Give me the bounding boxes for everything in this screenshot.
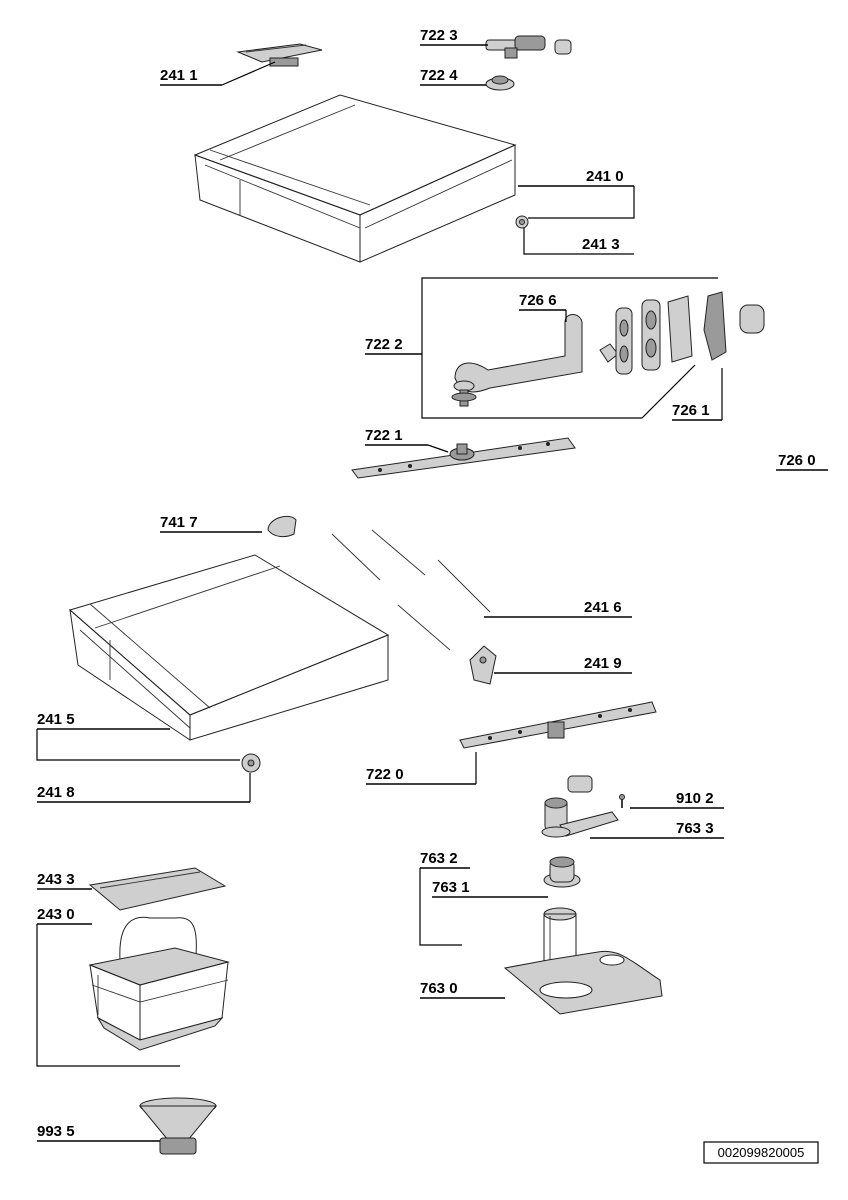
- part-722-3-spray-connector[interactable]: [485, 35, 546, 59]
- drawing-reference-code: 002099820005: [718, 1145, 805, 1160]
- part-993-5-salt-funnel[interactable]: [138, 1097, 218, 1155]
- part-lower-basket[interactable]: [68, 554, 390, 741]
- callout-241-9: 241 9: [584, 655, 622, 672]
- callout-763-0: 763 0: [420, 980, 458, 997]
- part-910-2-screw[interactable]: [619, 794, 625, 809]
- callout-241-6: 241 6: [584, 599, 622, 616]
- part-243-3-basket-lid[interactable]: [88, 867, 227, 911]
- part-241-0-upper-basket[interactable]: [193, 94, 517, 263]
- callout-741-7: 741 7: [160, 514, 198, 531]
- part-241-9-bracket[interactable]: [469, 645, 497, 685]
- part-726-0-water-feed-tube[interactable]: [554, 39, 775, 793]
- part-241-1-rack-shelf-clip[interactable]: [236, 43, 323, 67]
- callout-243-3: 243 3: [37, 871, 75, 888]
- callout-241-5: 241 5: [37, 711, 75, 728]
- callout-726-0: 726 0: [778, 452, 816, 469]
- callout-993-5: 993 5: [37, 1123, 75, 1140]
- part-726-1-valve-assembly[interactable]: [599, 291, 727, 375]
- callout-722-2: 722 2: [365, 336, 403, 353]
- callout-910-2: 910 2: [676, 790, 714, 807]
- part-763-0-flat-filter[interactable]: [503, 950, 663, 1015]
- part-241-3-basket-wheel[interactable]: [515, 215, 529, 229]
- callout-722-1: 722 1: [365, 427, 403, 444]
- part-763-1-coarse-filter[interactable]: [543, 856, 581, 888]
- callout-722-3: 722 3: [420, 27, 458, 44]
- callout-763-1: 763 1: [432, 879, 470, 896]
- callout-726-6: 726 6: [519, 292, 557, 309]
- part-741-7-clip[interactable]: [267, 515, 297, 538]
- part-241-8-lower-wheel[interactable]: [241, 753, 261, 773]
- part-243-0-cutlery-basket[interactable]: [88, 916, 230, 1051]
- callout-722-4: 722 4: [420, 67, 458, 84]
- part-241-6-folding-tines[interactable]: [331, 529, 491, 651]
- callout-726-1: 726 1: [672, 402, 710, 419]
- callout-241-1: 241 1: [160, 67, 198, 84]
- part-722-0-lower-spray-arm[interactable]: [459, 701, 657, 749]
- callout-722-0: 722 0: [366, 766, 404, 783]
- callout-243-0: 243 0: [37, 906, 75, 923]
- callout-241-8: 241 8: [37, 784, 75, 801]
- drawing-reference-box: 002099820005: [703, 1141, 819, 1164]
- part-722-4-grommet[interactable]: [485, 75, 515, 91]
- callout-241-3: 241 3: [582, 236, 620, 253]
- part-763-3-sump-bracket[interactable]: [541, 797, 619, 838]
- callout-763-2: 763 2: [420, 850, 458, 867]
- part-722-1-upper-spray-arm[interactable]: [351, 437, 576, 479]
- callout-763-3: 763 3: [676, 820, 714, 837]
- part-726-6-upper-spray-pipe[interactable]: [451, 314, 583, 407]
- callout-241-0: 241 0: [586, 168, 624, 185]
